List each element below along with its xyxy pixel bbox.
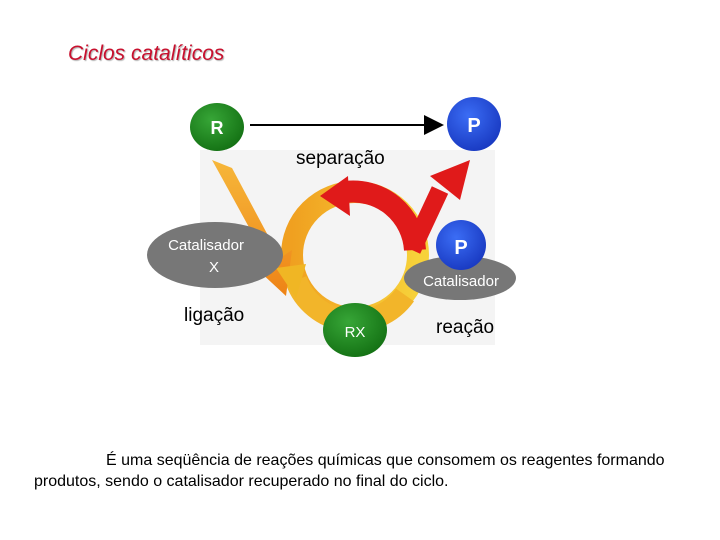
- separation-label: separação: [296, 148, 385, 169]
- catalyst-x-label-line1: Catalisador: [168, 237, 244, 254]
- reactant-label: R: [211, 118, 224, 138]
- bound-product-node: [436, 220, 486, 270]
- product-release-arrow: [403, 186, 449, 254]
- caption-text: É uma seqüência de reações químicas que …: [34, 452, 665, 490]
- cycle-arrowhead-left: [276, 264, 306, 298]
- product-label: P: [467, 115, 480, 137]
- product-release-arrowhead: [430, 160, 470, 200]
- rx-label: RX: [345, 324, 366, 341]
- rx-node: [323, 303, 387, 357]
- caption: É uma seqüência de reações químicas que …: [34, 450, 674, 492]
- product-node: [447, 97, 501, 151]
- catalyst-node: [404, 256, 516, 300]
- catalyst-x-node: [147, 222, 283, 288]
- binding-label: ligação: [184, 305, 244, 326]
- catalyst-label: Catalisador: [423, 273, 499, 290]
- catalyst-x-label-line2: X: [209, 259, 219, 276]
- separation-arrowhead: [320, 176, 350, 216]
- reactant-node: [190, 103, 244, 151]
- page-title: Ciclos catalíticos: [68, 42, 225, 65]
- bound-product-label: P: [454, 237, 467, 259]
- reaction-label: reação: [436, 317, 494, 338]
